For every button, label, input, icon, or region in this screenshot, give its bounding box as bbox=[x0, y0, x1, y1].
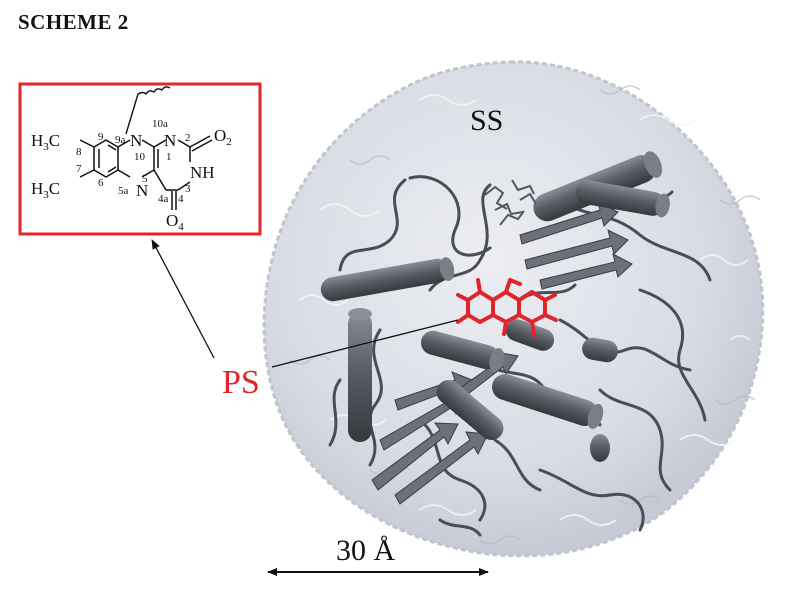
position-9: 9 bbox=[98, 131, 104, 143]
position-9a: 9a bbox=[115, 134, 126, 146]
atom-n5: N bbox=[136, 181, 148, 200]
methyl-bottom: H3C bbox=[31, 179, 60, 201]
position-numbers: 9a 10a 2 9 8 10 1 7 6 3 5 5a 4a 4 bbox=[76, 118, 191, 205]
ps-pointer-line bbox=[271, 319, 459, 368]
wavy-bond bbox=[125, 86, 171, 135]
side-chains bbox=[484, 179, 537, 226]
atom-n1: N bbox=[164, 131, 176, 150]
position-10a: 10a bbox=[152, 118, 168, 130]
position-4a: 4a bbox=[158, 193, 169, 205]
ring-bonds bbox=[79, 135, 213, 210]
position-2: 2 bbox=[185, 132, 191, 144]
position-5: 5 bbox=[142, 173, 148, 185]
photosensitizer-label: PS bbox=[222, 364, 260, 401]
position-6: 6 bbox=[98, 177, 104, 189]
position-4: 4 bbox=[178, 193, 184, 205]
position-7: 7 bbox=[76, 163, 82, 175]
atom-n10: N bbox=[130, 131, 142, 150]
atom-o4: O4 bbox=[166, 211, 184, 233]
protein-strands bbox=[371, 201, 633, 505]
position-1: 1 bbox=[166, 151, 172, 163]
atom-o2: O2 bbox=[214, 126, 232, 148]
solvation-sphere-label: SS bbox=[470, 104, 503, 137]
scheme-title: SCHEME 2 bbox=[18, 10, 129, 34]
position-10: 10 bbox=[134, 151, 146, 163]
protein-helices bbox=[320, 151, 670, 462]
atom-n3h: NH bbox=[190, 163, 215, 182]
structure-box: H3C H3C N N N NH O2 O4 9a 10a 2 9 8 10 1… bbox=[18, 82, 262, 236]
scale-bar-label: 30 Å bbox=[336, 534, 396, 567]
position-3: 3 bbox=[185, 183, 191, 195]
methyl-top: H3C bbox=[31, 131, 60, 153]
position-8: 8 bbox=[76, 146, 82, 158]
photosensitizer-molecule bbox=[456, 278, 558, 337]
ps-to-structure-arrow bbox=[151, 239, 215, 359]
solvation-sphere bbox=[262, 60, 765, 558]
position-5a: 5a bbox=[118, 185, 129, 197]
